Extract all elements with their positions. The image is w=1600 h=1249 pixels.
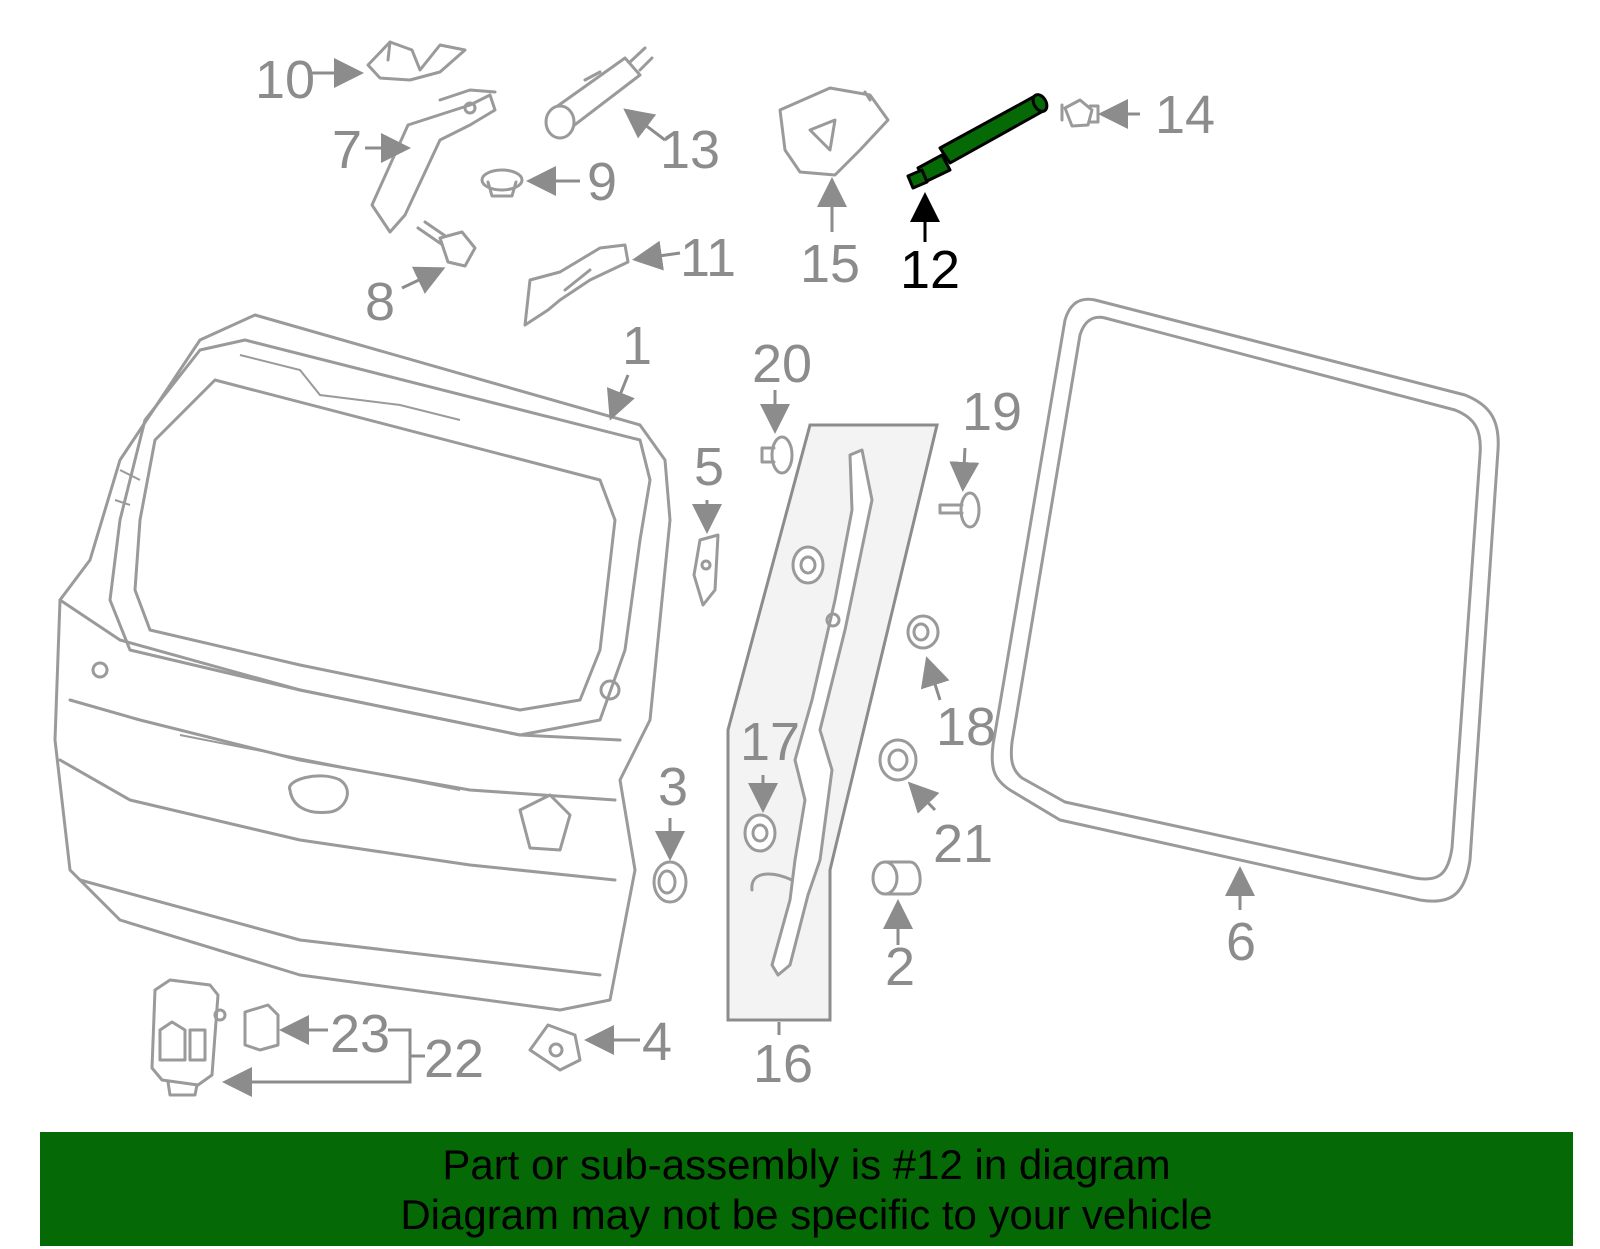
label-1: 1 (622, 316, 652, 376)
part-17-grommet (743, 813, 777, 853)
part-10-bracket (366, 40, 467, 82)
label-8: 8 (365, 272, 395, 332)
label-15: 15 (800, 234, 860, 294)
leader-lines (222, 58, 1255, 1097)
part-7-bracket (370, 88, 497, 234)
part-13-actuator (544, 46, 654, 140)
label-7: 7 (332, 120, 362, 180)
label-9: 9 (587, 152, 617, 212)
label-22: 22 (424, 1029, 484, 1089)
part-8-bolt (416, 220, 477, 268)
part-23-cover (243, 1003, 280, 1052)
part-21-grommet (878, 738, 918, 782)
label-11: 11 (680, 228, 736, 288)
part-22-switch-assembly (150, 978, 227, 1097)
label-6: 6 (1226, 912, 1256, 972)
notice-banner: Part or sub-assembly is #12 in diagram D… (40, 1132, 1573, 1246)
trim-grommet-upper (791, 545, 825, 585)
parts-diagram: 10 7 8 9 11 13 14 15 12 1 5 20 19 18 17 … (53, 40, 1500, 1097)
label-2: 2 (885, 937, 915, 997)
banner-disclaimer: Diagram may not be specific to your vehi… (400, 1191, 1213, 1238)
part-4-clip (528, 1023, 582, 1072)
tailgate-part (53, 313, 672, 1012)
label-18: 18 (936, 697, 996, 757)
part-3-grommet (652, 860, 688, 904)
part-20-clip (760, 435, 794, 475)
part-9-nut (480, 168, 524, 198)
label-5: 5 (694, 437, 724, 497)
label-21: 21 (933, 814, 993, 874)
label-13: 13 (660, 120, 720, 180)
label-17: 17 (740, 712, 800, 772)
part-11-bracket (523, 243, 630, 327)
part-16-trim-group (726, 423, 939, 1022)
label-3: 3 (658, 757, 688, 817)
label-10: 10 (255, 50, 315, 110)
part-number-labels: 10 7 8 9 11 13 14 15 12 1 5 20 19 18 17 … (255, 50, 1256, 1094)
label-16: 16 (753, 1034, 813, 1094)
part-15-latch (778, 86, 890, 177)
part-6-weatherstrip (990, 297, 1500, 903)
part-5-bracket (692, 533, 720, 607)
label-23: 23 (330, 1004, 390, 1064)
part-12-gas-strut-highlighted (906, 93, 1049, 190)
label-14: 14 (1155, 85, 1215, 145)
part-19-clip (938, 491, 981, 529)
label-12-highlighted: 12 (900, 240, 960, 300)
label-19: 19 (962, 382, 1022, 442)
part-2-bumper-stop (871, 860, 922, 896)
banner-part-notice: Part or sub-assembly is #12 in diagram (442, 1141, 1171, 1188)
part-18-grommet (906, 614, 940, 650)
part-14-bolt (1060, 98, 1100, 128)
label-20: 20 (752, 334, 812, 394)
label-4: 4 (642, 1012, 672, 1072)
